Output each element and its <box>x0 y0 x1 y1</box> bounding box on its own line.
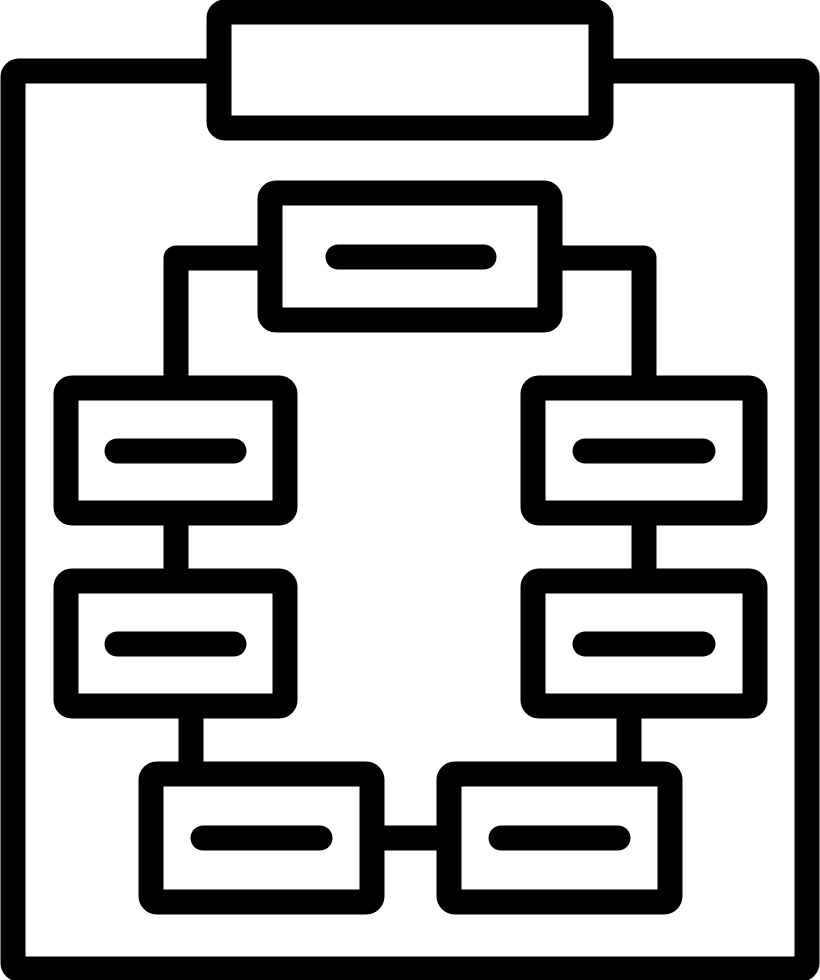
connector-top-right <box>537 245 657 401</box>
connector-top-left <box>163 245 283 401</box>
clipboard-clip <box>206 0 614 141</box>
